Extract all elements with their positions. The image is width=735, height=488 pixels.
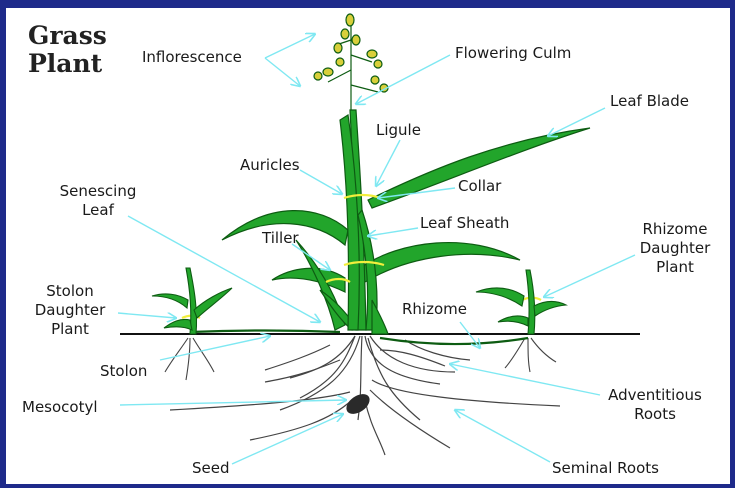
label-stolon-daughter-line1: Stolon bbox=[30, 282, 110, 301]
label-stolon: Stolon bbox=[100, 362, 147, 381]
label-ligule: Ligule bbox=[376, 121, 421, 140]
label-adventitious-line1: Adventitious bbox=[600, 386, 710, 405]
label-leaf-sheath: Leaf Sheath bbox=[420, 214, 509, 233]
label-rhizome-daughter-line3: Plant bbox=[630, 258, 720, 277]
diagram-title: Grass Plant bbox=[28, 22, 107, 78]
label-rhizome-daughter-line1: Rhizome bbox=[630, 220, 720, 239]
label-stolon-daughter-plant: Stolon Daughter Plant bbox=[30, 282, 110, 339]
label-senescing-leaf: Senescing Leaf bbox=[48, 182, 148, 220]
label-inflorescence: Inflorescence bbox=[142, 48, 242, 67]
label-tiller: Tiller bbox=[262, 229, 299, 248]
label-rhizome-daughter-plant: Rhizome Daughter Plant bbox=[630, 220, 720, 277]
label-senescing-leaf-line1: Senescing bbox=[48, 182, 148, 201]
stolon-daughter-plant bbox=[152, 268, 232, 334]
leaf-blade-shape bbox=[368, 128, 590, 208]
inflorescence-shape bbox=[314, 14, 388, 110]
label-seminal-roots: Seminal Roots bbox=[552, 459, 659, 478]
label-seed: Seed bbox=[192, 459, 230, 478]
label-collar: Collar bbox=[458, 177, 501, 196]
label-stolon-daughter-line3: Plant bbox=[30, 320, 110, 339]
label-leaf-blade: Leaf Blade bbox=[610, 92, 689, 111]
label-auricles: Auricles bbox=[240, 156, 300, 175]
label-stolon-daughter-line2: Daughter bbox=[30, 301, 110, 320]
label-adventitious-line2: Roots bbox=[600, 405, 710, 424]
label-rhizome: Rhizome bbox=[402, 300, 467, 319]
pointer-arrows bbox=[118, 34, 635, 464]
label-adventitious-roots: Adventitious Roots bbox=[600, 386, 710, 424]
rhizome-daughter-plant bbox=[476, 270, 566, 334]
label-rhizome-daughter-line2: Daughter bbox=[630, 239, 720, 258]
label-flowering-culm: Flowering Culm bbox=[455, 44, 571, 63]
label-mesocotyl: Mesocotyl bbox=[22, 398, 98, 417]
stolon-runner bbox=[190, 331, 340, 333]
title-line-1: Grass bbox=[28, 22, 107, 50]
title-line-2: Plant bbox=[28, 50, 107, 78]
label-senescing-leaf-line2: Leaf bbox=[48, 201, 148, 220]
rhizome-runner bbox=[380, 338, 528, 344]
